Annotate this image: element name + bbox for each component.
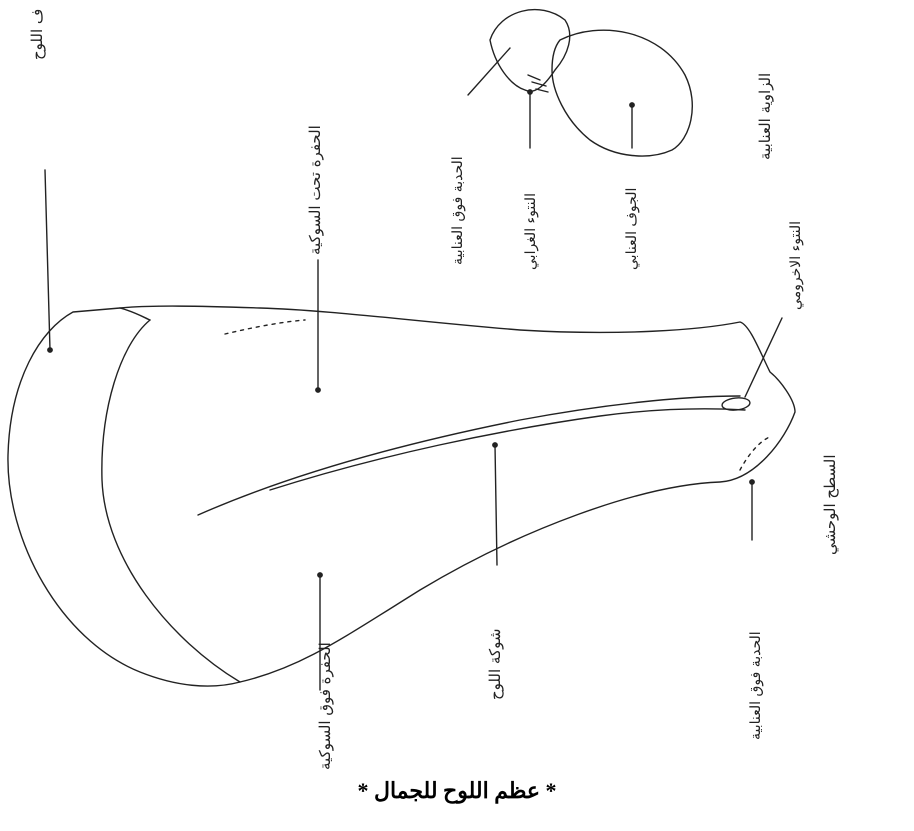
label-infraspinous-fossa: الحفرة فوق السوكية	[316, 642, 334, 770]
neck-dotted-line	[740, 436, 772, 470]
leader-acromion	[745, 318, 782, 397]
label-tubercle-lower: الحدبة فوق العنابية	[748, 631, 764, 740]
label-acromion: النتوء الاخرومي	[788, 221, 804, 310]
label-coracoid: النتوء الغرابي	[523, 193, 539, 270]
leader-top-edge	[45, 170, 50, 350]
cartilage-top-line	[120, 308, 150, 320]
glenoid-outline	[552, 30, 692, 156]
scapular-spine-line	[198, 396, 740, 515]
label-spine: شوكة اللوح	[486, 629, 504, 700]
fossa-dotted-line	[225, 320, 305, 334]
label-lateral-surface: السطح الوحشي	[821, 454, 839, 555]
scapula-drawing: ف اللوح الحفرة تحت السوكية الحفرة فوق ال…	[0, 0, 914, 770]
leader-spine	[495, 445, 497, 565]
cartilage-border-line	[102, 320, 240, 682]
scapular-spine-lower-line	[270, 409, 745, 490]
label-glenoid-cavity: الجوف العنابي	[624, 188, 640, 270]
tubercle-outline	[490, 10, 570, 92]
label-top-edge: ف اللوح	[28, 9, 46, 60]
label-tubercle-upper: الحدبة فوق العنابية	[450, 156, 466, 265]
figure-caption: * عظم اللوح للجمال *	[0, 778, 914, 804]
label-glenoid-angle: الزاوية العنابية	[756, 73, 774, 160]
scapula-outline	[8, 306, 795, 686]
label-supraspinous-fossa: الحفرة تحت السوكية	[306, 125, 324, 255]
